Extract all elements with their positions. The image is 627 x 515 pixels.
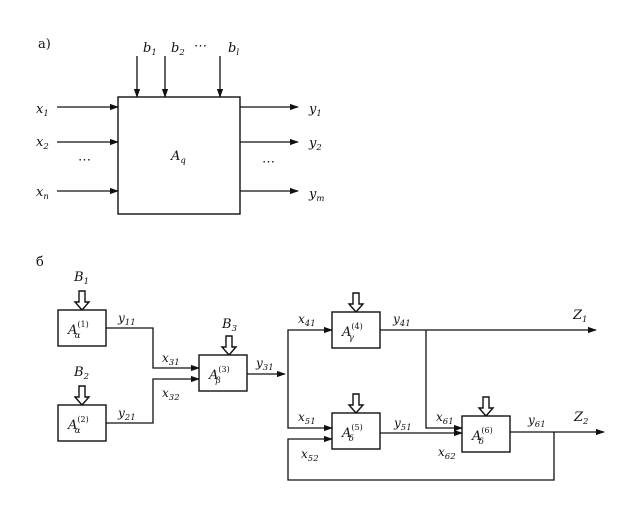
block-a4-label: A(4)γ (341, 322, 363, 343)
label-B2: B2 (73, 365, 89, 382)
label-B3: B3 (221, 317, 237, 334)
block-aq (117, 96, 241, 215)
control-arrow-a6 (477, 396, 495, 418)
label-x2: x2 (36, 135, 49, 152)
control-arrow-a5 (347, 393, 365, 415)
label-b1: b1 (143, 41, 157, 58)
label-Z1: Z1 (572, 308, 587, 325)
label-x61: x61 (436, 410, 454, 427)
block-a5-label: A(5)δ (341, 423, 363, 444)
label-b2: b2 (171, 41, 185, 58)
label-x41: x41 (298, 312, 316, 329)
label-x32: x32 (162, 386, 180, 403)
label-y2: y2 (308, 136, 322, 153)
label-y31: y31 (255, 356, 274, 373)
panel-b: б B1 B2 B3 A(1)α A(2)α A( (36, 255, 605, 481)
link-feedback-x52 (287, 432, 555, 481)
label-y51: y51 (393, 416, 412, 433)
label-y11: y11 (117, 311, 136, 328)
label-y21: y21 (117, 406, 136, 423)
label-x51: x51 (298, 410, 316, 427)
control-arrow-b3 (220, 335, 238, 357)
label-x1: x1 (36, 102, 49, 119)
control-arrow-b2 (73, 385, 91, 407)
link-x51 (287, 374, 333, 432)
label-B1: B1 (73, 270, 89, 287)
block-aq-label: Aq (170, 149, 186, 166)
block-a5 (331, 412, 381, 450)
panel-b-label: б (36, 255, 44, 270)
label-y41: y41 (392, 312, 411, 329)
block-a3-label: A(3)β (208, 365, 230, 386)
label-x31: x31 (162, 351, 180, 368)
block-a6-label: A(6)δ (471, 426, 493, 447)
label-Z2: Z2 (573, 410, 588, 427)
control-arrow-b1 (73, 290, 91, 312)
panel-a-label: a) (38, 37, 51, 52)
link-y21-x32 (106, 375, 200, 424)
label-ym: ym (308, 187, 324, 204)
control-arrow-a4 (347, 292, 365, 314)
block-a1-label: A(1)α (67, 320, 89, 341)
block-a3 (198, 354, 248, 392)
label-x52: x52 (301, 447, 319, 464)
right-ellipsis: ⋯ (262, 155, 275, 170)
panel-a: a) Aq b1 b2 ⋯ bl x1 x2 ⋯ xn (36, 37, 324, 215)
link-x61 (425, 330, 463, 432)
left-ellipsis: ⋯ (78, 153, 91, 168)
label-y1: y1 (308, 102, 322, 119)
label-x62: x62 (438, 445, 456, 462)
link-y11-x31 (106, 327, 200, 372)
block-a2-label: A(2)α (67, 415, 89, 436)
label-bl: bl (228, 41, 239, 58)
label-xn: xn (36, 185, 49, 202)
label-y61: y61 (527, 413, 546, 430)
top-ellipsis: ⋯ (194, 39, 207, 54)
link-x41 (287, 326, 333, 374)
